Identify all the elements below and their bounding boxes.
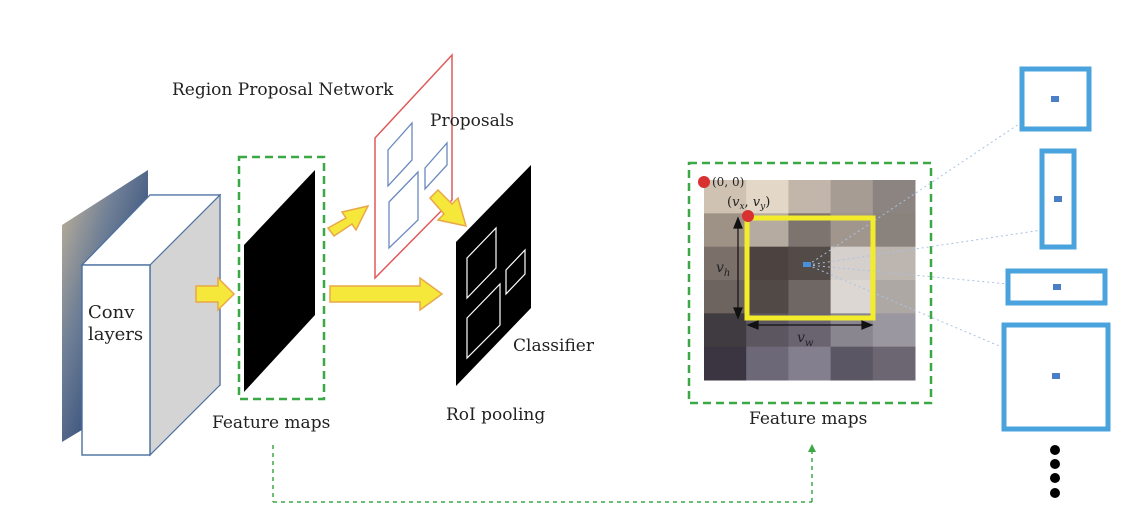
output-box-2-dot xyxy=(1054,196,1062,202)
output-boxes xyxy=(1001,66,1111,432)
feature-grid-cell xyxy=(746,280,789,314)
roi-corner-red-dot xyxy=(742,210,754,222)
rpn-plane xyxy=(374,53,453,280)
more-dots xyxy=(1050,445,1060,498)
feature-grid-cell xyxy=(872,180,916,214)
feature-grid-cell xyxy=(872,346,916,381)
feature-maps-left xyxy=(244,170,315,392)
feature-grid-cell xyxy=(872,213,916,248)
vw-label: vw xyxy=(797,330,814,349)
feature-grid-cell xyxy=(830,346,874,381)
feature-maps-connector xyxy=(272,445,813,503)
vh-label: vh xyxy=(716,260,730,279)
output-box-3-dot xyxy=(1053,284,1061,290)
conv-label-line2: layers xyxy=(88,324,143,345)
roi-corner-label: (vx, vy) xyxy=(727,195,770,212)
feature-grid-cell xyxy=(704,246,747,281)
feature-maps-connector-arrowhead xyxy=(808,444,816,452)
projection-lines xyxy=(807,121,1043,349)
arrow-rpn-to-roi xyxy=(428,188,468,227)
feature-maps-right-label: Feature maps xyxy=(749,409,867,429)
roi-pooling-map xyxy=(456,165,531,386)
vw-arrow xyxy=(746,320,874,330)
feature-grid-cell xyxy=(788,346,832,381)
vh-arrow xyxy=(733,216,743,320)
origin-label: (0, 0) xyxy=(712,175,744,189)
proposal-box-3 xyxy=(424,141,448,191)
roi-box-1 xyxy=(466,226,497,300)
roi-box-2 xyxy=(466,282,501,360)
feature-grid-cell xyxy=(704,346,747,381)
proposal-box-2 xyxy=(388,170,419,250)
roi-center-dot xyxy=(803,262,811,267)
feature-grid-cell xyxy=(704,213,747,248)
feature-grid-cell xyxy=(704,180,747,214)
feature-grid-cell xyxy=(830,180,874,214)
feature-grid-cell xyxy=(830,246,874,281)
roi-pooling-label: RoI pooling xyxy=(446,405,545,425)
conv-label-line1: Conv xyxy=(88,302,135,323)
feature-grid-cell xyxy=(746,346,789,381)
arrow-features-to-roi xyxy=(329,276,444,312)
feature-grid-cell xyxy=(788,280,832,314)
feature-maps-left-dashed-box xyxy=(237,155,326,401)
classifier-label: Classifier xyxy=(513,336,595,356)
feature-grid-cell xyxy=(872,280,916,314)
origin-red-dot xyxy=(698,176,710,188)
rpn-label: Region Proposal Network xyxy=(172,80,394,100)
feature-grid-cell xyxy=(872,246,916,281)
feature-maps-right-dashed-box xyxy=(687,161,933,405)
arrow-features-to-rpn xyxy=(326,204,370,238)
arrow-conv-to-features xyxy=(195,276,236,312)
output-box-4-dot xyxy=(1052,373,1060,379)
feature-grid-cell xyxy=(746,246,789,281)
yellow-roi-rectangle xyxy=(744,215,876,321)
output-box-1-dot xyxy=(1051,96,1059,102)
proposal-box-1 xyxy=(387,121,413,188)
feature-grid-cell xyxy=(830,280,874,314)
feature-grid-cell xyxy=(746,180,789,214)
feature-grid xyxy=(704,180,916,381)
feature-maps-left-label: Feature maps xyxy=(212,413,330,433)
feature-grid-cell xyxy=(788,180,832,214)
roi-boxes xyxy=(466,226,526,360)
feature-grid-cell xyxy=(872,313,916,348)
feature-grid-cell xyxy=(704,313,747,348)
roi-box-3 xyxy=(505,248,526,296)
proposal-boxes xyxy=(387,121,448,250)
conv-layers-block: Conv layers xyxy=(80,193,222,457)
proposals-label: Proposals xyxy=(430,111,514,131)
